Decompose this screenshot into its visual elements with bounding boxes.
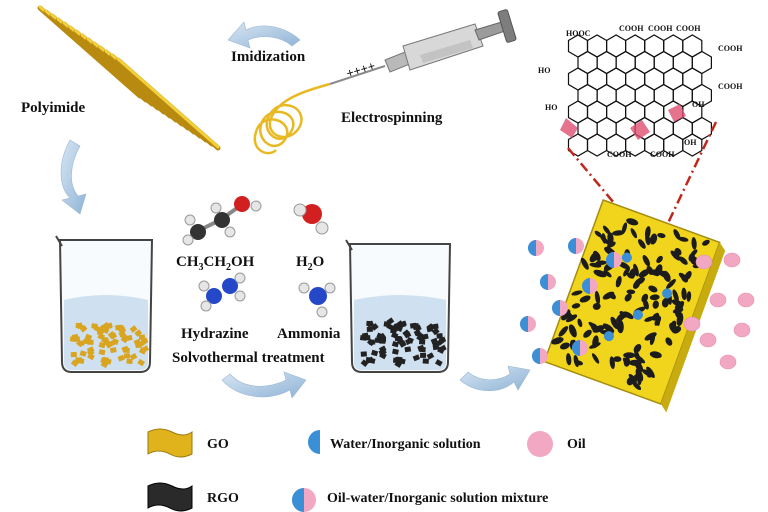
chem-group: COOH [650, 150, 675, 159]
legend-oil-label: Oil [567, 437, 586, 452]
polyimide-label: Polyimide [21, 100, 86, 116]
chem-group: OH [692, 100, 705, 109]
chem-group: HO [545, 103, 558, 112]
chem-group: OH [684, 138, 697, 147]
legend-rgo-label: RGO [207, 491, 239, 506]
chem-group: COOH [676, 24, 701, 33]
ethanol-label: CH3CH2OH [176, 254, 255, 273]
chem-group: COOH [607, 150, 632, 159]
chem-group: HO [538, 66, 551, 75]
chem-group: COOH [648, 24, 673, 33]
legend-go-label: GO [207, 437, 229, 452]
legend-mixture-label: Oil-water/Inorganic solution mixture [327, 491, 549, 506]
solvothermal-label: Solvothermal treatment [172, 350, 325, 366]
legend-water-label: Water/Inorganic solution [330, 437, 481, 452]
chem-group: COOH [718, 82, 743, 91]
chem-group: COOH [619, 24, 644, 33]
chem-group: HOOC [566, 29, 591, 38]
chem-group: COOH [718, 44, 743, 53]
ammonia-label: Ammonia [277, 326, 341, 342]
hydrazine-label: Hydrazine [181, 326, 249, 342]
imidization-label: Imidization [231, 49, 306, 65]
electrospinning-label: Electrospinning [341, 110, 443, 126]
water-label: H2O [296, 254, 325, 273]
